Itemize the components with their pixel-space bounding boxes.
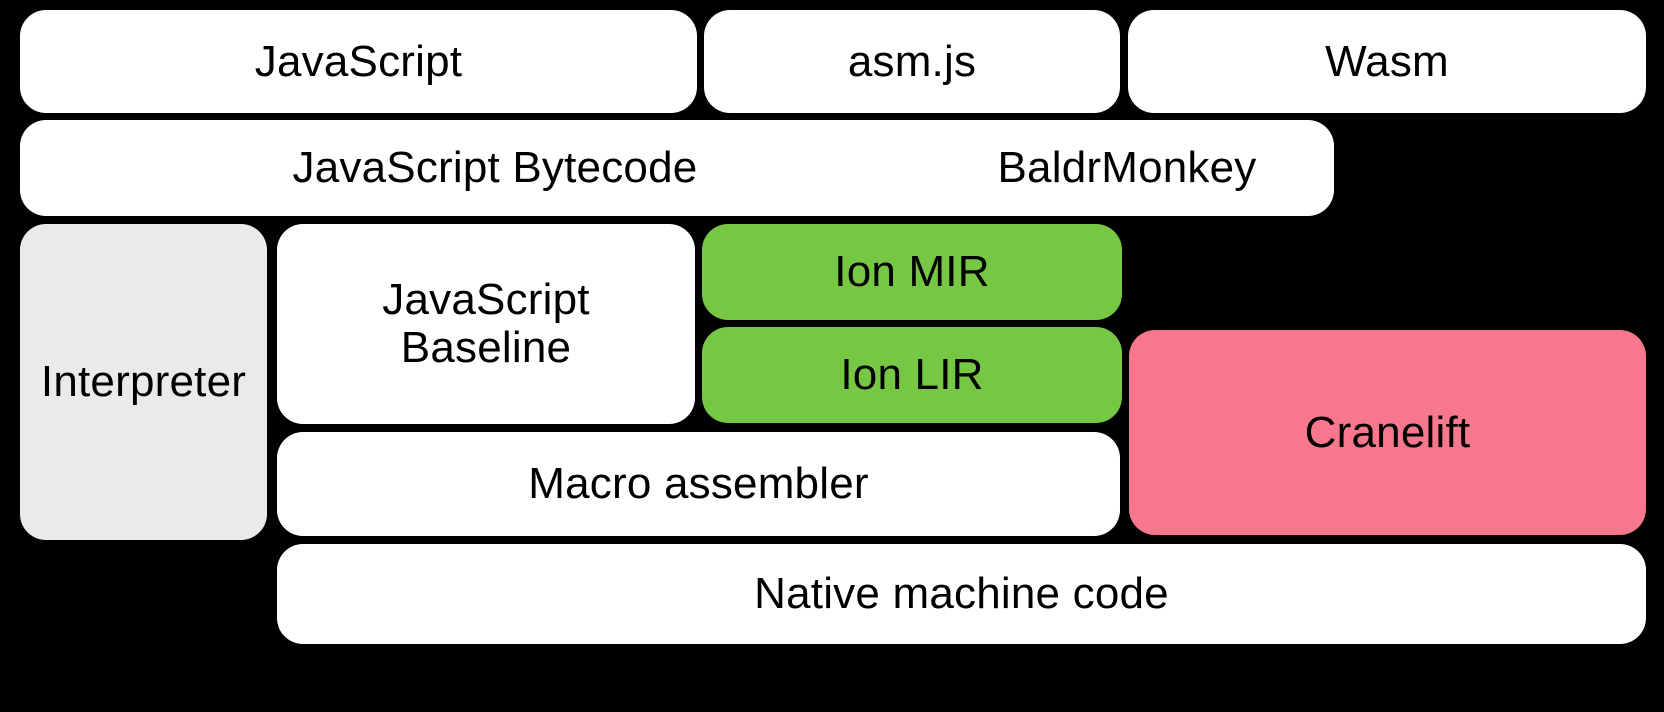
node-macro-assembler[interactable]: Macro assembler xyxy=(277,432,1120,536)
node-label: Interpreter xyxy=(40,357,247,407)
node-label: JavaScript Baseline xyxy=(382,275,590,372)
node-javascript-baseline[interactable]: JavaScript Baseline xyxy=(277,224,695,424)
node-label: Ion MIR xyxy=(834,247,990,297)
node-baldrmonkey[interactable]: BaldrMonkey xyxy=(920,120,1334,216)
node-ion-mir[interactable]: Ion MIR xyxy=(702,224,1122,320)
node-javascript[interactable]: JavaScript xyxy=(20,10,697,113)
node-wasm[interactable]: Wasm xyxy=(1128,10,1646,113)
node-native-machine-code[interactable]: Native machine code xyxy=(277,544,1646,644)
node-label: Native machine code xyxy=(754,569,1169,619)
node-label: Wasm xyxy=(1325,36,1449,86)
node-label: JavaScript xyxy=(254,36,463,86)
node-label: Cranelift xyxy=(1304,407,1471,457)
node-label: Ion LIR xyxy=(840,350,984,400)
node-label: JavaScript Bytecode xyxy=(292,143,698,193)
node-ion-lir[interactable]: Ion LIR xyxy=(702,327,1122,423)
node-label: BaldrMonkey xyxy=(997,143,1257,193)
node-asmjs[interactable]: asm.js xyxy=(704,10,1120,113)
node-interpreter[interactable]: Interpreter xyxy=(20,224,267,540)
node-javascript-bytecode[interactable]: JavaScript Bytecode xyxy=(20,120,970,216)
node-label: Macro assembler xyxy=(528,459,869,509)
node-label: asm.js xyxy=(847,36,977,86)
node-cranelift[interactable]: Cranelift xyxy=(1129,330,1646,535)
